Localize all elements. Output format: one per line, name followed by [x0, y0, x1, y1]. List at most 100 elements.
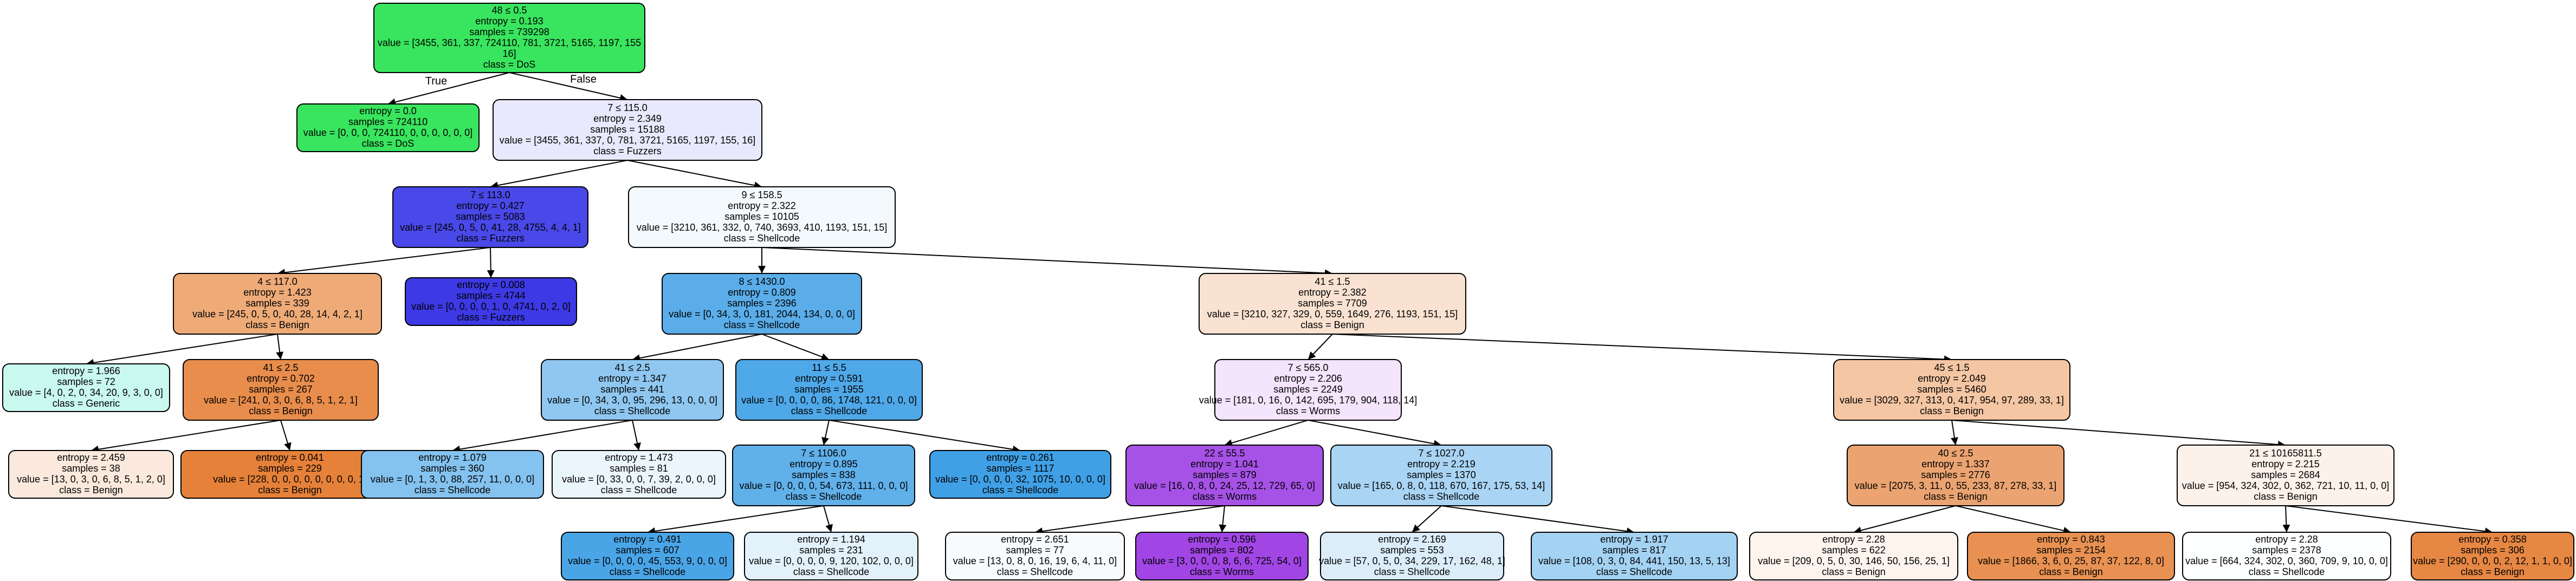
- node-line: entropy = 1.917: [1600, 534, 1668, 545]
- node-line: samples = 441: [600, 384, 664, 395]
- node-line: class = Shellcode: [594, 406, 671, 416]
- node-box: [2177, 445, 2394, 506]
- node-box: [945, 532, 1125, 580]
- node-line: value = [245, 0, 5, 0, 41, 28, 4755, 4, …: [400, 222, 581, 233]
- node-line: value = [13, 0, 8, 0, 16, 19, 6, 4, 11, …: [953, 556, 1117, 566]
- node-line: value = [3210, 361, 332, 0, 740, 3693, 4…: [637, 222, 888, 233]
- node-line: 11 ≤ 5.5: [812, 362, 846, 373]
- node-line: value = [0, 33, 0, 0, 7, 39, 2, 0, 0, 0]: [562, 474, 716, 485]
- node-line: value = [13, 0, 3, 0, 6, 8, 5, 1, 2, 0]: [17, 474, 165, 485]
- node-line: entropy = 0.702: [247, 373, 315, 384]
- node-line: value = [165, 0, 8, 0, 118, 670, 167, 17…: [1338, 480, 1545, 491]
- node-line: value = [108, 0, 3, 0, 84, 441, 150, 13,…: [1538, 556, 1730, 566]
- node-line: class = Benign: [2254, 491, 2318, 502]
- node-box: [929, 450, 1111, 499]
- node-box: [1847, 445, 2064, 506]
- node-line: class = Benign: [1920, 406, 1984, 416]
- edge-n4-n8: [761, 247, 1333, 277]
- node-line: entropy = 2.215: [2251, 459, 2320, 469]
- edge-n19-n25: [647, 505, 824, 535]
- node-line: class = Benign: [2039, 566, 2103, 577]
- node-line: entropy = 1.337: [1921, 459, 1990, 469]
- edge-n21-n27: [1034, 505, 1225, 535]
- node-line: value = [57, 0, 5, 0, 34, 229, 17, 162, …: [1319, 556, 1505, 566]
- node-line: samples = 2378: [2252, 545, 2321, 556]
- node-line: value = [181, 0, 16, 0, 142, 695, 179, 9…: [1199, 395, 1418, 406]
- node-line: value = [3210, 327, 329, 0, 559, 1649, 2…: [1207, 309, 1458, 319]
- edge-n3-n6: [487, 247, 495, 278]
- node-line: 7 ≤ 1106.0: [801, 448, 846, 459]
- node-line: entropy = 2.219: [1407, 459, 1475, 469]
- edge-n22-n29: [1412, 505, 1442, 533]
- node-line: samples = 5460: [1917, 384, 1986, 395]
- node-line: entropy = 0.041: [256, 452, 324, 463]
- node-line: entropy = 0.008: [457, 279, 525, 290]
- node-line: entropy = 2.651: [1001, 534, 1069, 545]
- edge-n7-n11: [632, 334, 762, 362]
- node-line: entropy = 2.322: [728, 200, 796, 211]
- node-line: samples = 77: [1006, 545, 1064, 556]
- node-line: 7 ≤ 113.0: [470, 190, 510, 200]
- node-box: [1330, 445, 1552, 506]
- node-line: value = [4, 0, 2, 0, 34, 20, 9, 3, 0, 0]: [9, 387, 163, 398]
- node-box: [373, 3, 645, 73]
- node-box: [392, 186, 588, 248]
- node-box: [2, 363, 170, 412]
- node-line: class = Shellcode: [793, 566, 870, 577]
- node-line: samples = 4744: [456, 290, 526, 301]
- node-line: class = DoS: [483, 59, 536, 70]
- edge-n0-n2: [509, 72, 628, 102]
- node-box: [735, 359, 923, 421]
- node-line: samples = 267: [249, 384, 313, 395]
- node-line: entropy = 1.079: [418, 452, 487, 463]
- node-line: entropy = 1.347: [598, 373, 666, 384]
- node-line: samples = 553: [1380, 545, 1444, 556]
- node-line: samples = 1955: [794, 384, 864, 395]
- node-line: samples = 817: [1602, 545, 1666, 556]
- node-line: entropy = 2.28: [2255, 534, 2318, 545]
- node-line: class = Shellcode: [1403, 491, 1480, 502]
- node-line: class = Shellcode: [982, 485, 1059, 495]
- node-line: value = [241, 0, 3, 0, 6, 8, 5, 1, 2, 1]: [204, 395, 358, 406]
- node-line: samples = 1117: [987, 463, 1054, 474]
- node-line: samples = 2249: [1273, 384, 1343, 395]
- node-box: [2411, 532, 2574, 580]
- edge-n24-n33: [2282, 505, 2290, 533]
- node-line: value = [0, 0, 0, 724110, 0, 0, 0, 0, 0,…: [303, 127, 473, 138]
- node-line: entropy = 0.809: [728, 287, 796, 298]
- node-line: class = Worms: [1190, 566, 1254, 577]
- node-line: samples = 229: [258, 463, 322, 474]
- edge-n3-n5: [277, 247, 491, 277]
- node-line: 48 ≤ 0.5: [492, 5, 527, 16]
- node-line: value = [0, 1, 3, 0, 88, 257, 11, 0, 0, …: [371, 474, 534, 485]
- node-line: value = [3455, 361, 337, 724110, 781, 37…: [378, 37, 641, 48]
- node-line: entropy = 0.193: [475, 16, 543, 27]
- node-line: 41 ≤ 2.5: [615, 362, 650, 373]
- node-line: class = Fuzzers: [456, 233, 525, 244]
- node-line: class = Benign: [2461, 566, 2525, 577]
- node-line: samples = 879: [1193, 469, 1257, 480]
- edge-n8-n14: [1332, 334, 1952, 363]
- node-line: entropy = 0.358: [2458, 534, 2527, 545]
- node-line: value = [228, 0, 0, 0, 0, 0, 0, 0, 0, 1]: [213, 474, 367, 485]
- node-line: entropy = 0.895: [789, 459, 858, 469]
- edge-n2-n3: [490, 160, 628, 190]
- node-line: class = Shellcode: [786, 491, 862, 502]
- node-line: entropy = 1.194: [797, 534, 865, 545]
- node-line: class = DoS: [362, 138, 415, 149]
